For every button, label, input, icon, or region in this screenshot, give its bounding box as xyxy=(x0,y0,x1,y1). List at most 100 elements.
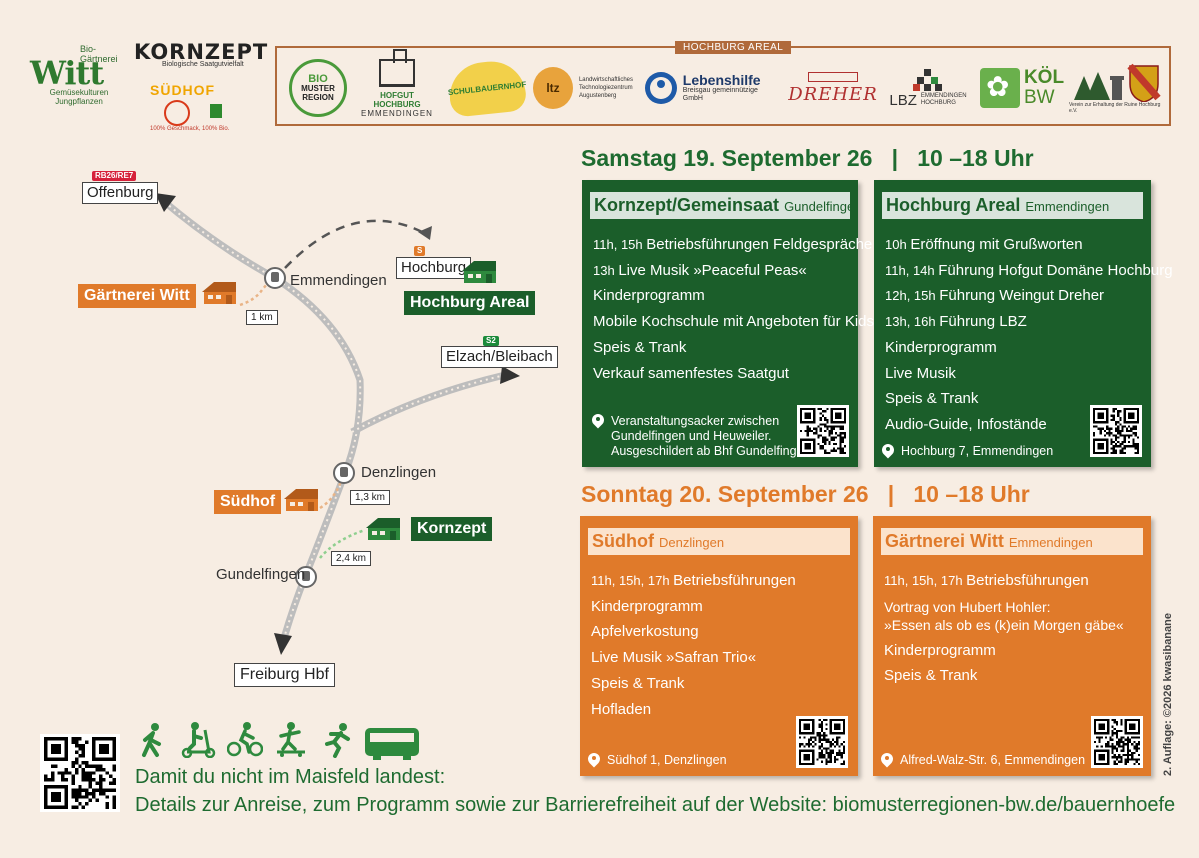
verein-logo-text: Verein zur Erhaltung der Ruine Hochburg … xyxy=(1069,102,1161,114)
card-hochburg-address: Hochburg 7, Emmendingen xyxy=(901,444,1054,458)
program-item: Hofladen xyxy=(591,697,850,723)
program-item-time: 13h, 16h xyxy=(885,314,940,330)
farm-house-icon xyxy=(200,280,238,304)
arrow-offenburg-icon xyxy=(155,193,176,212)
program-item-text: »Essen als ob es (k)ein Morgen gäbe« xyxy=(884,616,1124,633)
farm-house-icon xyxy=(282,487,320,511)
walk-icon xyxy=(135,722,171,758)
program-item-text: Kinderprogramm xyxy=(885,338,997,356)
dreher-logo: DREHER xyxy=(787,58,879,118)
location-pin-icon xyxy=(588,753,601,768)
biomusterregion-logo-line2: MUSTER xyxy=(301,83,335,93)
program-item-text: Führung Weingut Dreher xyxy=(939,287,1105,305)
train-station-icon xyxy=(295,566,317,588)
program-item-text: Kinderprogramm xyxy=(593,287,705,305)
program-item-time: 11h, 14h xyxy=(885,262,939,278)
station-elzach: Elzach/Bleibach xyxy=(441,346,558,368)
clover-icon xyxy=(979,68,1020,108)
program-item-text: Apfelverkostung xyxy=(591,623,699,641)
program-item: 11h, 15h, 17h Betriebsführungen xyxy=(884,568,1143,594)
card-witt-place: Emmendingen xyxy=(1008,535,1093,550)
program-item: Speis & Trank xyxy=(884,663,1143,689)
qr-code-icon[interactable] xyxy=(1090,405,1142,457)
program-item-text: Mobile Kochschule mit Angeboten für Kids xyxy=(593,313,874,331)
program-item-time: 13h xyxy=(593,262,619,278)
suedhof-logo: SÜDHOF 100% Geschmack, 100% Bio. xyxy=(150,80,240,136)
program-item-text: Speis & Trank xyxy=(593,338,687,356)
program-item-time: 11h, 15h, 17h xyxy=(591,573,674,588)
program-item-time: 11h, 15h, 17h xyxy=(884,573,967,588)
hofgut-hochburg-logo: HOFGUT HOCHBURG EMMENDINGEN xyxy=(357,48,437,118)
program-item-text: Speis & Trank xyxy=(885,390,979,408)
skateboard-icon xyxy=(273,722,309,758)
sponsor-box-title: HOCHBURG AREAL xyxy=(675,41,792,54)
qr-code-icon[interactable] xyxy=(797,405,849,457)
sunday-heading: Sonntag 20. September 26 | 10 –18 Uhr xyxy=(581,481,1030,507)
ruine-hochburg-verein-logo: Verein zur Erhaltung der Ruine Hochburg … xyxy=(1069,58,1165,118)
program-item: Kinderprogramm xyxy=(593,283,850,309)
witt-logo: Bio- Gärtnerei Witt Gemüsekulturen Jungp… xyxy=(30,44,130,106)
program-item: Audio-Guide, Infostände xyxy=(885,412,1143,438)
ltz-logo-mark: ltz xyxy=(533,67,573,109)
hofgut-logo-line2: EMMENDINGEN xyxy=(361,108,433,118)
program-item-text: Verkauf samenfestes Saatgut xyxy=(593,364,789,382)
program-item: Apfelverkostung xyxy=(591,619,850,645)
farm-house-icon xyxy=(460,259,498,283)
winery-building-icon xyxy=(808,71,858,82)
biomusterregion-logo: BIO MUSTER REGION xyxy=(287,58,349,118)
elzach-line-tag: S2 xyxy=(483,336,499,346)
program-item-text: Vortrag von Hubert Hohler: xyxy=(884,598,1051,615)
program-item: 12h, 15h Führung Weingut Dreher xyxy=(885,283,1143,309)
qr-code-icon[interactable] xyxy=(1091,716,1143,768)
program-item: Mobile Kochschule mit Angeboten für Kids xyxy=(593,309,874,335)
kornzept-logo-sub: Biologische Saatgutvielfalt xyxy=(162,61,244,68)
program-item-time: 10h xyxy=(885,237,911,252)
card-suedhof-title: Südhof Denzlingen xyxy=(588,528,850,555)
place-gundelfingen: Gundelfingen xyxy=(216,566,306,583)
farm-label-kornzept: Kornzept xyxy=(411,517,493,541)
card-witt-footer: Alfred-Walz-Str. 6, Emmendingen xyxy=(881,753,1085,768)
edition-credit: 2. Auflage: ©2026 kwasibanane xyxy=(1162,613,1174,776)
program-item-text: Kinderprogramm xyxy=(884,641,996,659)
program-item: Kinderprogramm xyxy=(591,594,850,620)
program-item-text: Betriebsführungen xyxy=(966,572,1089,589)
hofgut-logo-line1: HOFGUT HOCHBURG xyxy=(373,90,421,109)
lebenshilfe-logo: Lebenshilfe Breisgau gemeinnützige GmbH xyxy=(645,58,779,118)
ltz-logo-text: Landwirtschaftliches Technologiezentrum … xyxy=(578,77,633,99)
station-freiburg: Freiburg Hbf xyxy=(234,663,335,687)
bike-icon xyxy=(226,722,264,758)
program-item-text: Speis & Trank xyxy=(884,667,978,685)
lbz-logo: LBZ EMMENDINGEN HOCHBURG xyxy=(883,58,973,118)
station-offenburg: Offenburg xyxy=(82,182,159,204)
route-map: RB26/RE7 Offenburg S Hochburg S2 Elzach/… xyxy=(0,140,580,700)
program-item-text: Betriebsführungen Feldgespräche xyxy=(646,236,873,253)
scooter-icon xyxy=(181,722,217,759)
saturday-heading: Samstag 19. September 26 | 10 –18 Uhr xyxy=(581,145,1034,171)
program-item: 13h, 16h Führung LBZ xyxy=(885,309,1143,335)
sponsor-box: HOCHBURG AREAL BIO MUSTER REGION HOFGUT … xyxy=(275,41,1171,126)
program-item: Verkauf samenfestes Saatgut xyxy=(593,361,850,387)
kornzept-logo: KORNZEPT Biologische Saatgutvielfalt xyxy=(134,40,267,70)
card-suedhof-address: Südhof 1, Denzlingen xyxy=(607,753,727,767)
program-item: Live Musik »Safran Trio« xyxy=(591,645,850,671)
bottom-website-info[interactable]: Details zur Anreise, zum Programm sowie … xyxy=(135,794,1176,816)
program-item: Kinderprogramm xyxy=(884,638,1143,664)
qr-code-icon[interactable] xyxy=(40,734,120,812)
run-icon xyxy=(319,722,355,758)
koel-logo-line1: KÖL xyxy=(1023,67,1065,88)
card-gaertnerei-witt: Gärtnerei Witt Emmendingen 11h, 15h, 17h… xyxy=(873,516,1151,776)
arrow-elzach-icon xyxy=(500,366,520,384)
card-kornzept-place: Gundelfingen xyxy=(784,199,850,214)
arrow-freiburg-icon xyxy=(274,633,292,655)
card-suedhof-footer: Südhof 1, Denzlingen xyxy=(588,753,727,768)
program-item-text: Führung Hofgut Domäne Hochburg xyxy=(938,261,1173,279)
koel-logo-line2: BW xyxy=(1023,87,1055,108)
suedhof-logo-name: SÜDHOF xyxy=(150,82,216,98)
card-hochburg-title: Hochburg Areal Emmendingen xyxy=(882,192,1143,219)
program-item-text: Live Musik xyxy=(885,364,956,382)
location-pin-icon xyxy=(592,414,605,429)
lbz-logo-sub: EMMENDINGEN HOCHBURG xyxy=(920,93,967,106)
qr-code-icon[interactable] xyxy=(796,716,848,768)
